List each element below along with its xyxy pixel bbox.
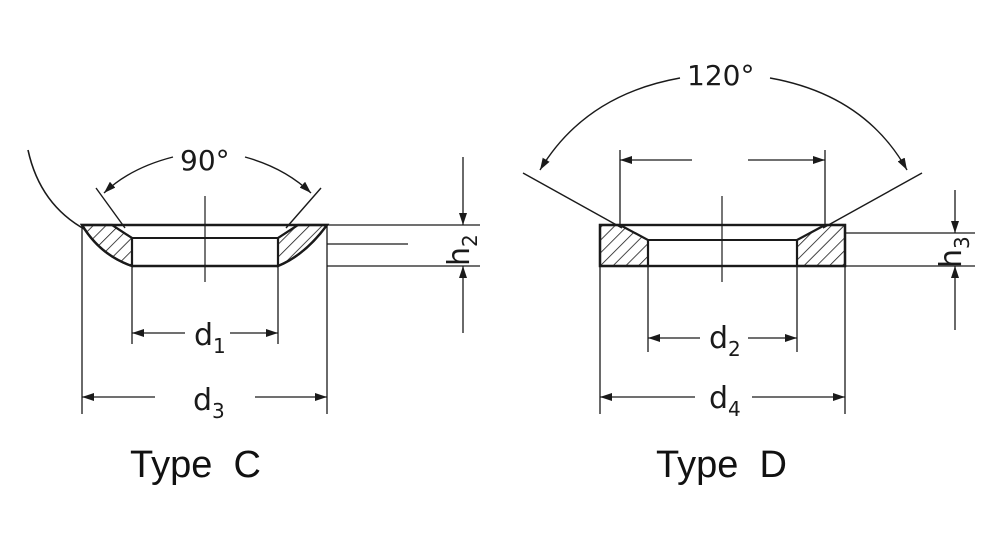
type-c-caption: Type C xyxy=(130,444,261,486)
type-d-angle-arc xyxy=(539,77,681,171)
type-c-h-label: h2 xyxy=(442,234,482,266)
type-c-labels: 90° d1 d3 h2 xyxy=(180,144,482,423)
type-c-angle-label: 90° xyxy=(180,144,230,177)
type-d-angle-label: 120° xyxy=(687,59,754,92)
type-d-right-section xyxy=(795,223,847,268)
type-d-drawing xyxy=(522,77,975,414)
type-c-right-section xyxy=(276,223,330,268)
type-d-caption: Type D xyxy=(656,444,787,486)
type-d-h-label: h3 xyxy=(934,236,974,268)
type-c-d-outer-label: d3 xyxy=(193,383,225,423)
type-c-radius-arc xyxy=(27,149,87,231)
type-c-d-inner-label: d1 xyxy=(194,318,226,358)
type-d-labels: 120° d2 d4 h3 xyxy=(687,59,974,421)
type-c-left-section xyxy=(80,223,134,268)
type-d-d-outer-label: d4 xyxy=(709,381,741,421)
type-c-drawing xyxy=(27,149,480,414)
type-c-angle-arc xyxy=(103,156,174,194)
type-d-left-section xyxy=(598,223,650,268)
type-d-d-inner-label: d2 xyxy=(709,321,741,361)
